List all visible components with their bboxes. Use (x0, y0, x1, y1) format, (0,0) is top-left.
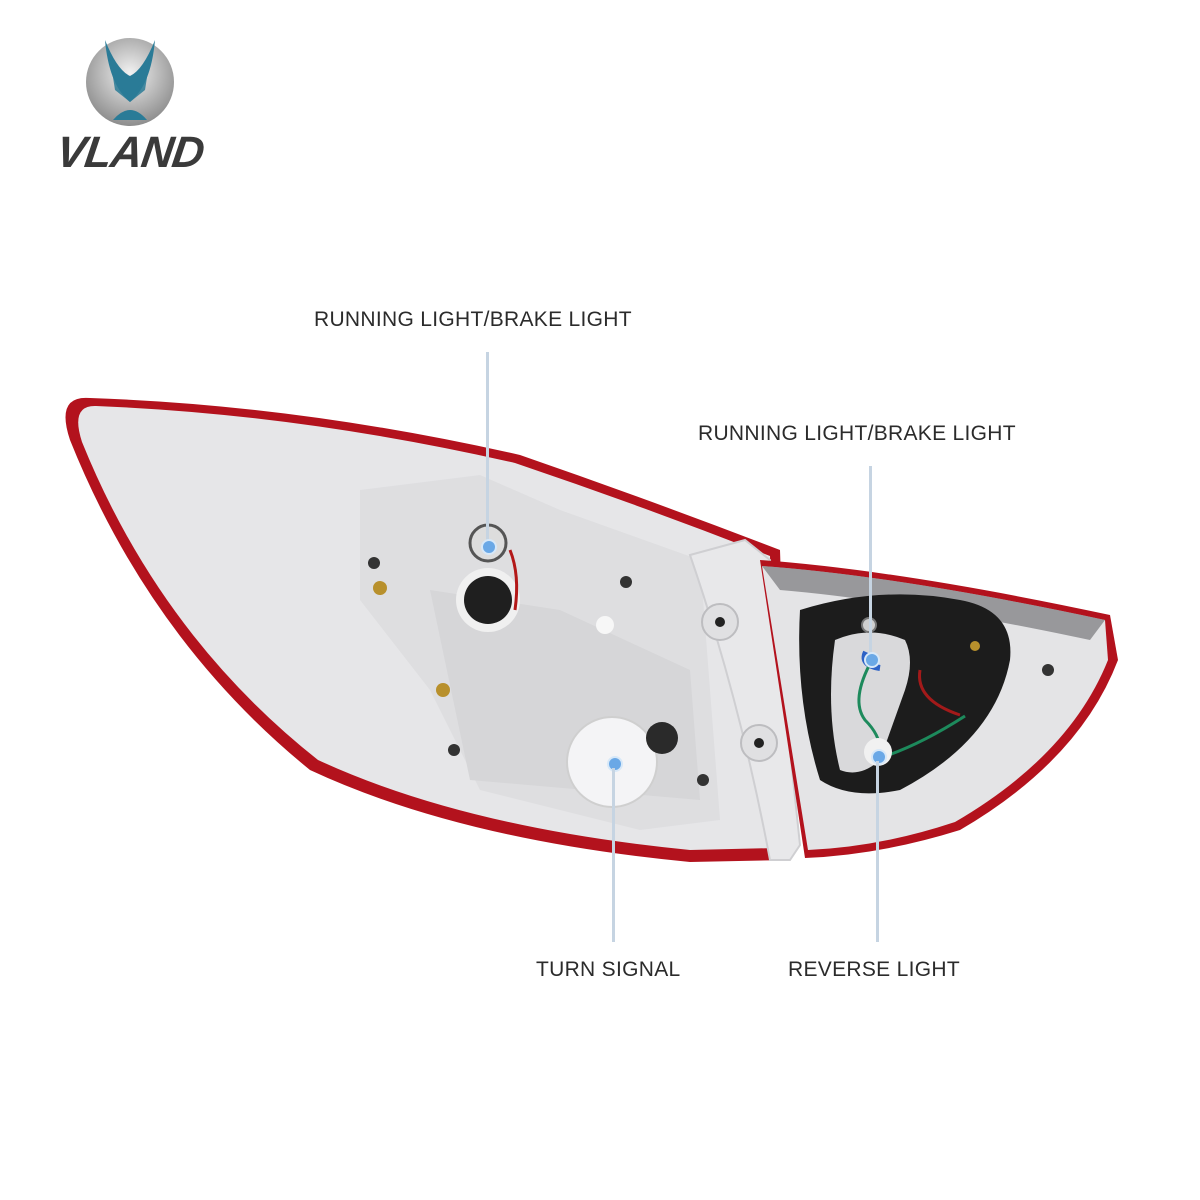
callout-dot (864, 652, 880, 668)
callout-line (612, 768, 615, 942)
callout-dot (871, 749, 887, 765)
callout-dot (607, 756, 623, 772)
callout-dot (481, 539, 497, 555)
callout-line (486, 352, 489, 542)
callout-line (869, 466, 872, 654)
vland-emblem-icon (86, 38, 174, 126)
callout-label-reverse-light: REVERSE LIGHT (788, 958, 960, 981)
brand-logo: VLAND (45, 30, 215, 180)
callout-label-running-brake-right: RUNNING LIGHT/BRAKE LIGHT (698, 422, 1016, 445)
callout-line (876, 761, 879, 942)
callout-label-running-brake-left: RUNNING LIGHT/BRAKE LIGHT (314, 308, 632, 331)
callout-label-turn-signal: TURN SIGNAL (536, 958, 681, 981)
